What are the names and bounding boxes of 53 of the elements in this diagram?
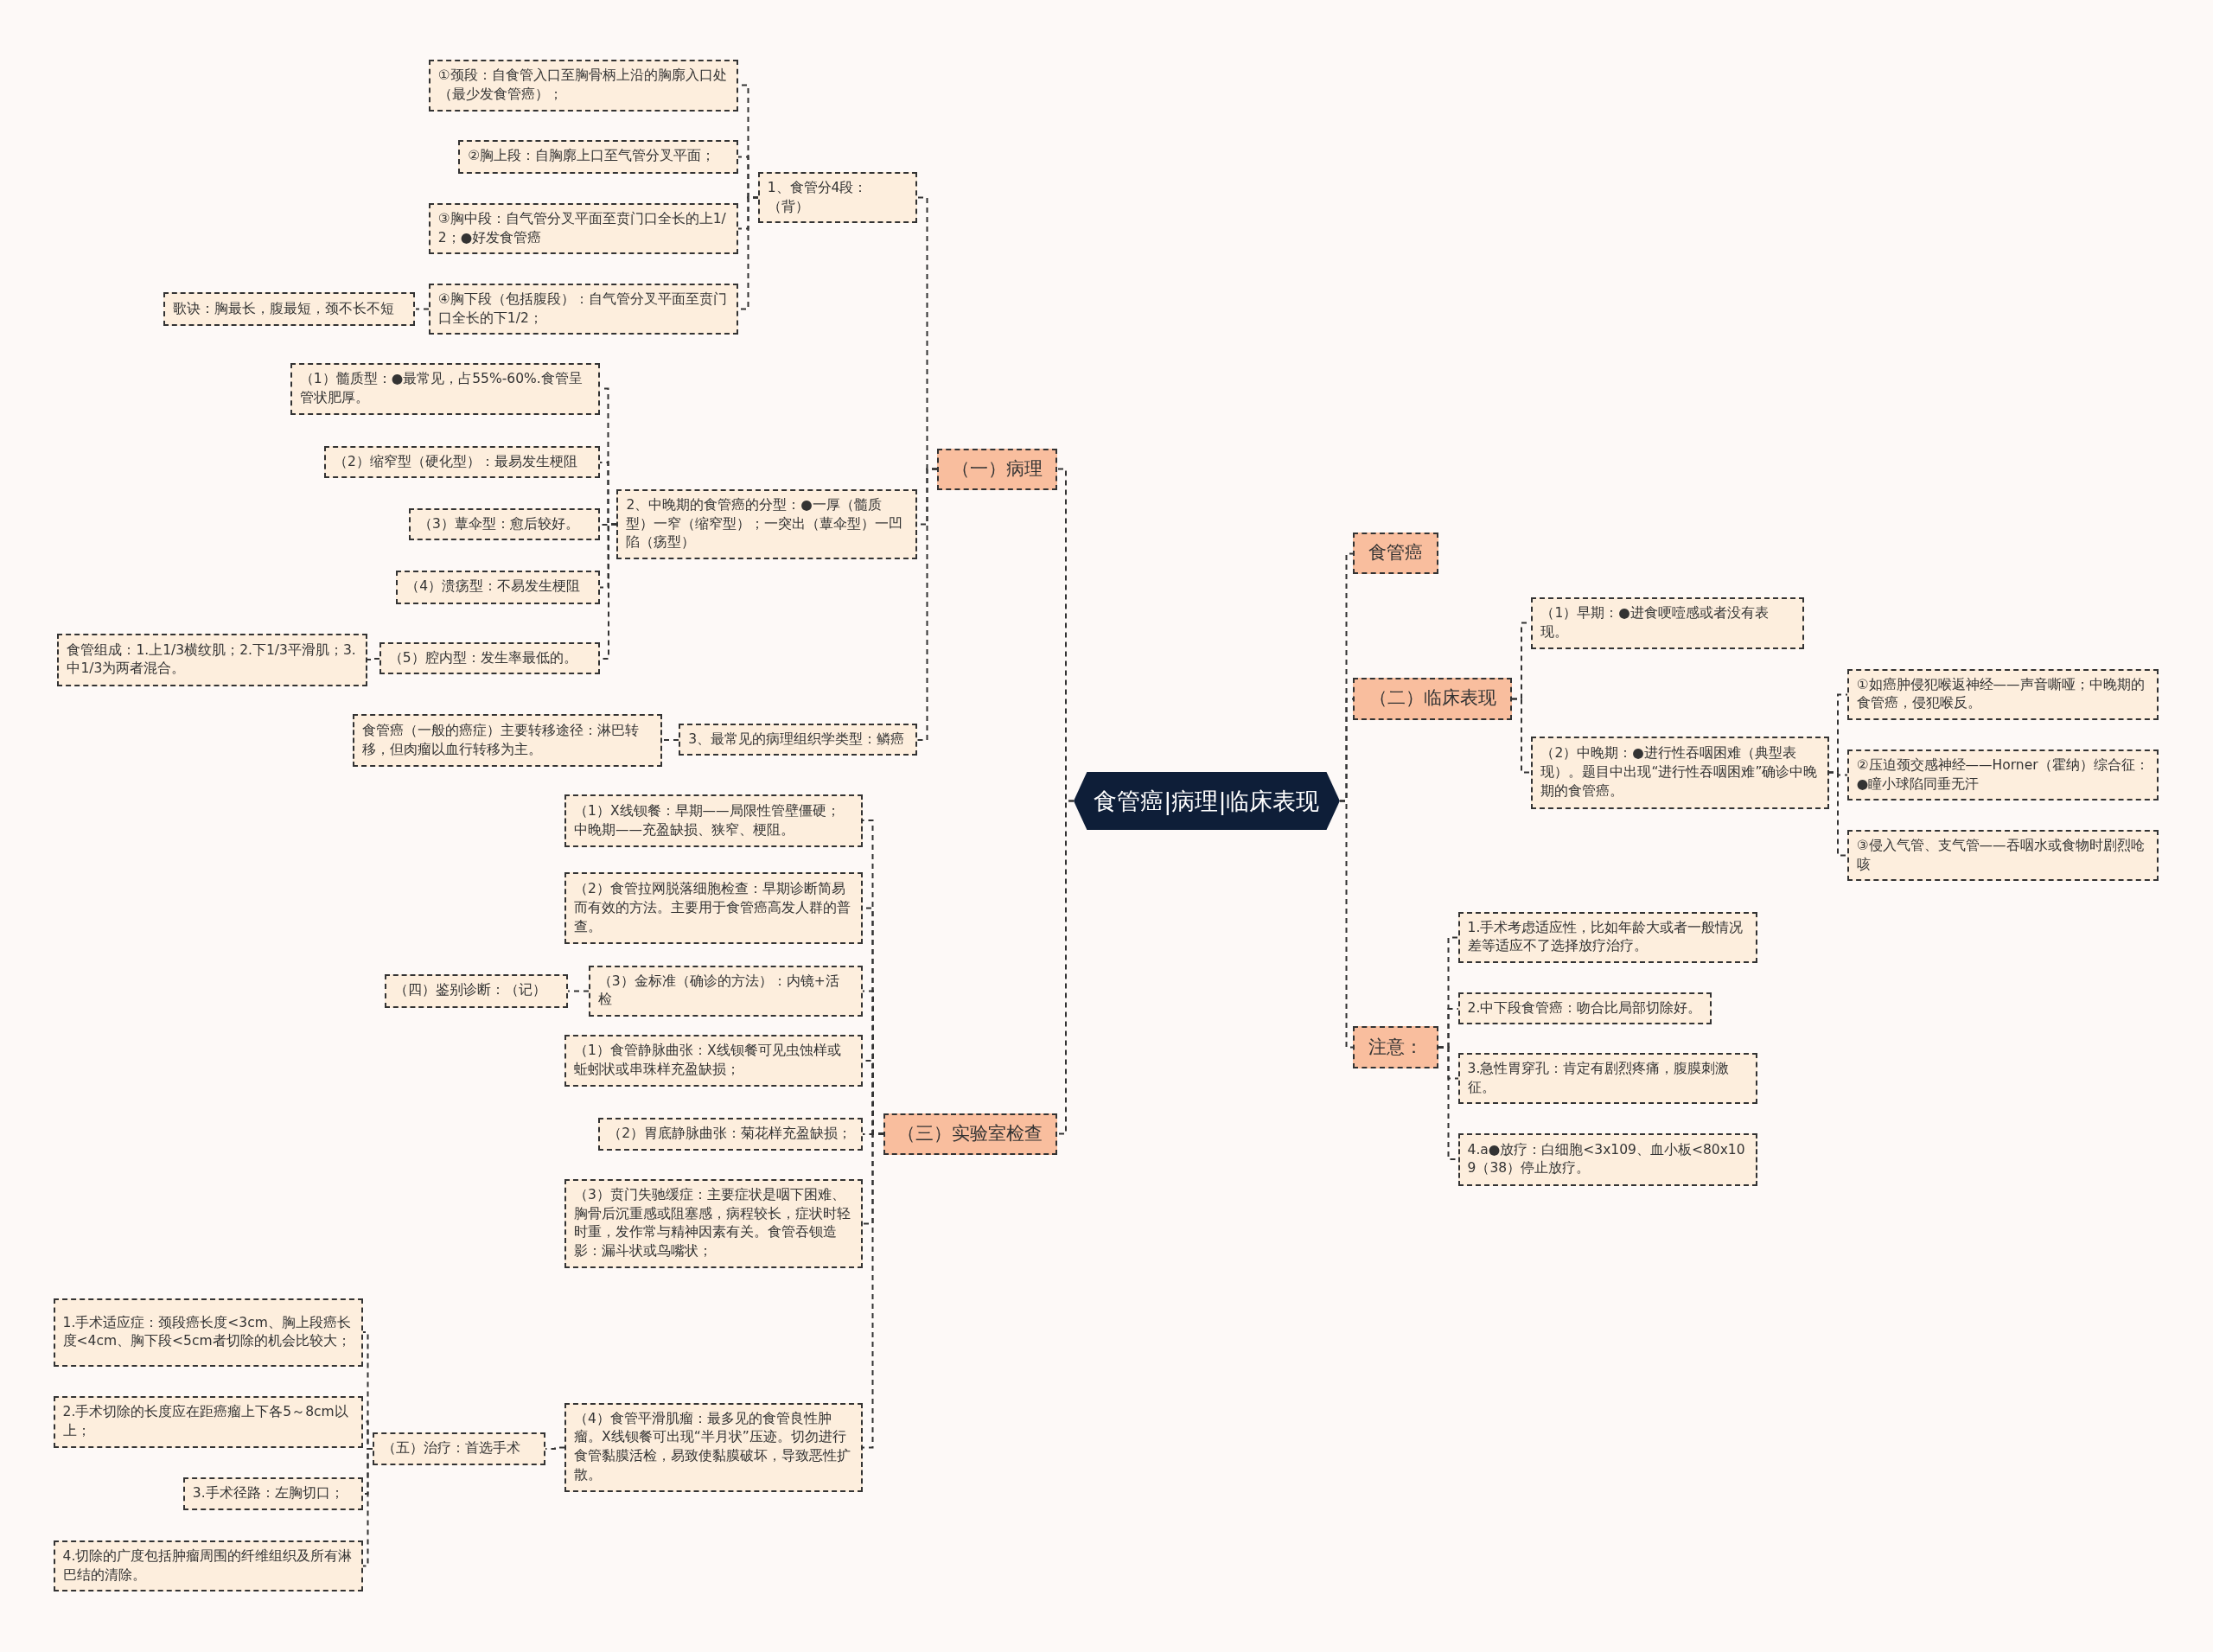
subtopic-box: （5）腔内型：发生率最低的。 bbox=[379, 641, 601, 675]
subtopic-box: 2、中晚期的食管癌的分型：●一厚（髓质型）一窄（缩窄型）；一突出（蕈伞型）一凹陷（疡型） bbox=[616, 489, 918, 560]
connector-line bbox=[567, 990, 590, 992]
branch-topic: （一）病理 bbox=[936, 449, 1058, 490]
subtopic-box: 1.手术考虑适应性，比如年龄大或者一般情况差等适应不了选择放疗治疗。 bbox=[1457, 911, 1757, 963]
subtopic-box: ③胸中段：自气管分叉平面至贲门口全长的上1/2；●好发食管癌 bbox=[428, 203, 739, 255]
subtopic-box: 2.中下段食管癌：吻合比局部切除好。 bbox=[1457, 992, 1712, 1025]
connector-line bbox=[1339, 800, 1354, 1049]
branch-topic: （三）实验室检查 bbox=[883, 1113, 1058, 1155]
subtopic-box: （四）鉴别诊断：（记） bbox=[385, 973, 568, 1008]
subtopic-box: （1）髓质型：●最常见，占55%-60%.食管呈管状肥厚。 bbox=[290, 363, 601, 415]
subtopic-box: （3）金标准（确诊的方法）：内镜+活检 bbox=[588, 965, 863, 1017]
connector-line bbox=[545, 1446, 565, 1450]
subtopic-box: 4.a●放疗：白细胞<3x109、血小板<80x109（38）停止放疗。 bbox=[1457, 1133, 1757, 1186]
subtopic-box: 食管癌（一般的癌症）主要转移途径：淋巴转移，但肉瘤以血行转移为主。 bbox=[352, 714, 663, 767]
connector-line bbox=[1827, 771, 1848, 857]
subtopic-box: （3）蕈伞型：愈后较好。 bbox=[409, 507, 601, 541]
subtopic-box: （2）胃底静脉曲张：菊花样充盈缺损； bbox=[598, 1117, 863, 1151]
connector-line bbox=[415, 308, 430, 310]
connector-line bbox=[366, 658, 380, 660]
subtopic-box: 3.手术径路：左胸切口； bbox=[182, 1477, 364, 1510]
subtopic-box: （2）缩窄型（硬化型）：最易发生梗阻 bbox=[324, 445, 601, 479]
branch-topic: 食管癌 bbox=[1353, 532, 1439, 575]
subtopic-box: 3、最常见的病理组织学类型：鳞癌 bbox=[679, 723, 918, 756]
subtopic-box: 3.急性胃穿孔：肯定有剧烈疼痛，腹膜刺激征。 bbox=[1457, 1052, 1757, 1105]
subtopic-box: （4）食管平滑肌瘤：最多见的食管良性肿瘤。X线钡餐可出现“半月状”压迹。切勿进行食管黏膜活检，易致使黏膜破坏，导致恶性扩散。 bbox=[564, 1402, 863, 1492]
subtopic-box: 歌诀：胸最长，腹最短，颈不长不短 bbox=[163, 292, 416, 327]
subtopic-box: （3）贲门失驰缓症：主要症状是咽下困难、胸骨后沉重感或阻塞感，病程较长，症状时轻时重，发作常与精神因素有关。食管吞钡造影：漏斗状或鸟嘴状； bbox=[564, 1179, 863, 1268]
subtopic-box: ②压迫颈交感神经——Horner（霍纳）综合征：●瞳小球陷同垂无汗 bbox=[1846, 749, 2159, 801]
subtopic-box: （2）食管拉网脱落细胞检查：早期诊断简易而有效的方法。主要用于食管癌高发人群的普查。 bbox=[564, 872, 863, 945]
subtopic-box: ②胸上段：自胸廓上口至气管分叉平面； bbox=[458, 139, 739, 174]
subtopic-box: 4.切除的广度包括肿瘤周围的纤维组织及所有淋巴结的清除。 bbox=[53, 1540, 364, 1592]
subtopic-box: ③侵入气管、支气管——吞咽水或食物时剧烈呛咳 bbox=[1846, 829, 2159, 882]
connector-line bbox=[916, 468, 938, 741]
connector-line bbox=[1057, 800, 1075, 1135]
subtopic-box: 1.手术适应症：颈段癌长度<3cm、胸上段癌长度<4cm、胸下段<5cm者切除的机会比较大； bbox=[53, 1298, 364, 1367]
connector-line bbox=[1511, 698, 1532, 774]
branch-topic: （二）临床表现 bbox=[1353, 677, 1512, 720]
subtopic-box: （五）治疗：首选手术 bbox=[372, 1432, 545, 1465]
branch-topic: 注意： bbox=[1353, 1025, 1439, 1068]
central-topic: 食管癌|病理|临床表现 bbox=[1073, 772, 1340, 830]
subtopic-box: ④胸下段（包括腹段）：自气管分叉平面至贲门口全长的下1/2； bbox=[428, 284, 739, 335]
subtopic-box: ①如癌肿侵犯喉返神经——声音嘶哑；中晚期的食管癌，侵犯喉反。 bbox=[1846, 668, 2159, 721]
subtopic-box: （2）中晚期：●进行性吞咽困难（典型表现）。题目中出现“进行性吞咽困难”确诊中晚期的食管癌。 bbox=[1531, 737, 1829, 809]
subtopic-box: （1）食管静脉曲张：X线钡餐可见虫蚀样或蚯蚓状或串珠样充盈缺损； bbox=[564, 1034, 863, 1088]
subtopic-box: ①颈段：自食管入口至胸骨柄上沿的胸廓入口处（最少发食管癌）； bbox=[428, 60, 739, 112]
subtopic-box: 食管组成：1.上1/3横纹肌；2.下1/3平滑肌；3.中1/3为两者混合。 bbox=[57, 634, 367, 686]
connector-line bbox=[661, 739, 679, 741]
subtopic-box: 2.手术切除的长度应在距癌瘤上下各5～8cm以上； bbox=[53, 1396, 364, 1448]
subtopic-box: （1）早期：●进食哽噎感或者没有表现。 bbox=[1531, 597, 1804, 649]
subtopic-box: 1、食管分4段：（背） bbox=[757, 172, 918, 224]
subtopic-box: （1）X线钡餐：早期——局限性管壁僵硬；中晚期——充盈缺损、狭窄、梗阻。 bbox=[564, 794, 863, 847]
subtopic-box: （4）溃疡型：不易发生梗阻 bbox=[396, 570, 601, 604]
